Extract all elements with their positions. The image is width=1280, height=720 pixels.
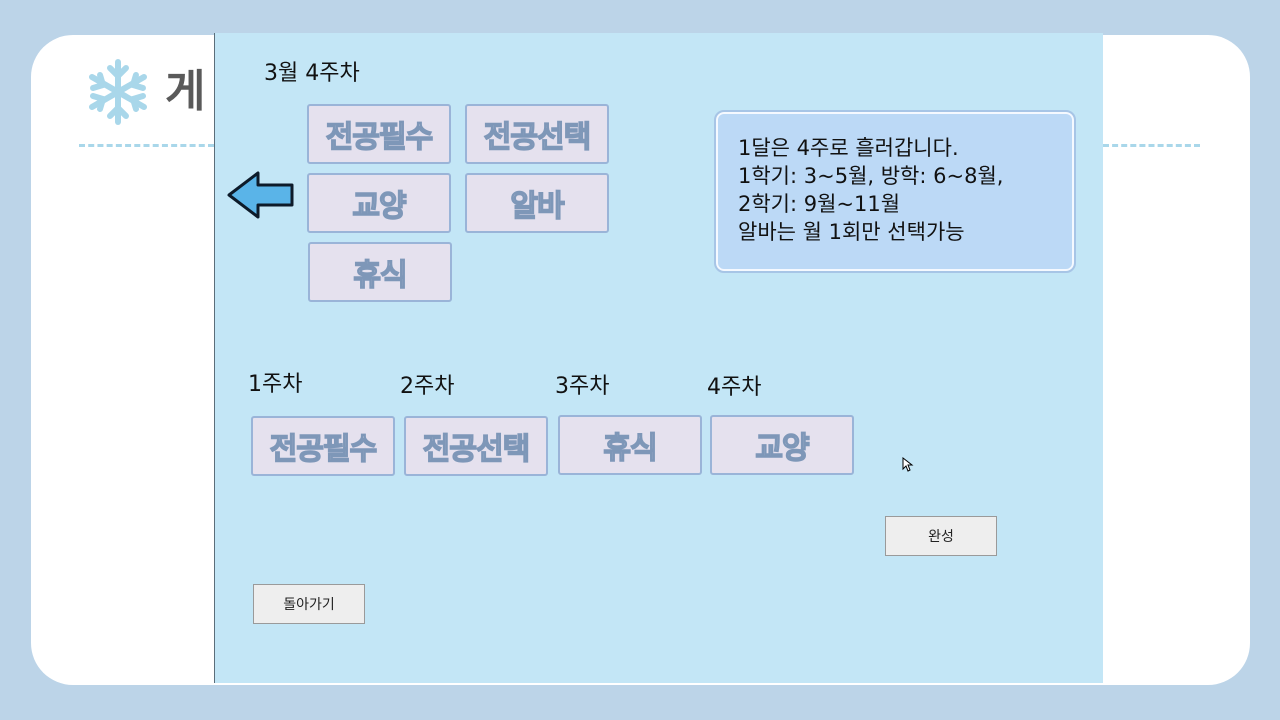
choice-part-time-job[interactable]: 알바	[465, 173, 609, 233]
info-line: 알바는 월 1회만 선택가능	[738, 220, 965, 244]
week-4-slot[interactable]: 교양	[710, 415, 854, 475]
mouse-cursor-icon	[902, 457, 914, 472]
complete-button[interactable]: 완성	[885, 516, 997, 556]
week-2-slot[interactable]: 전공선택	[404, 416, 548, 476]
info-line: 1달은 4주로 흘러갑니다.	[738, 136, 959, 160]
info-line: 2학기: 9월~11월	[738, 192, 901, 216]
week-4-label: 4주차	[707, 375, 762, 400]
week-3-slot[interactable]: 휴식	[558, 415, 702, 475]
week-2-label: 2주차	[400, 374, 455, 399]
left-arrow-icon[interactable]	[226, 169, 296, 221]
slide-divider-left	[79, 144, 214, 147]
slide-divider-right	[1103, 144, 1200, 147]
week-1-slot[interactable]: 전공필수	[251, 416, 395, 476]
schedule-window: 3월 4주차 전공필수 전공선택 교양 알바 휴식 1달은 4주로 흘러갑니다.…	[214, 33, 1103, 683]
info-line: 1학기: 3~5월, 방학: 6~8월,	[738, 164, 1004, 188]
choice-major-required[interactable]: 전공필수	[307, 104, 451, 164]
snowflake-icon	[89, 59, 147, 125]
month-week-label: 3월 4주차	[264, 61, 360, 86]
choice-major-elective[interactable]: 전공선택	[465, 104, 609, 164]
choice-rest[interactable]: 휴식	[308, 242, 452, 302]
choice-liberal-arts[interactable]: 교양	[307, 173, 451, 233]
week-1-label: 1주차	[248, 372, 303, 397]
back-button[interactable]: 돌아가기	[253, 584, 365, 624]
week-3-label: 3주차	[555, 374, 610, 399]
info-panel: 1달은 4주로 흘러갑니다. 1학기: 3~5월, 방학: 6~8월, 2학기:…	[714, 110, 1076, 273]
slide-title-fragment: 게	[165, 66, 206, 117]
